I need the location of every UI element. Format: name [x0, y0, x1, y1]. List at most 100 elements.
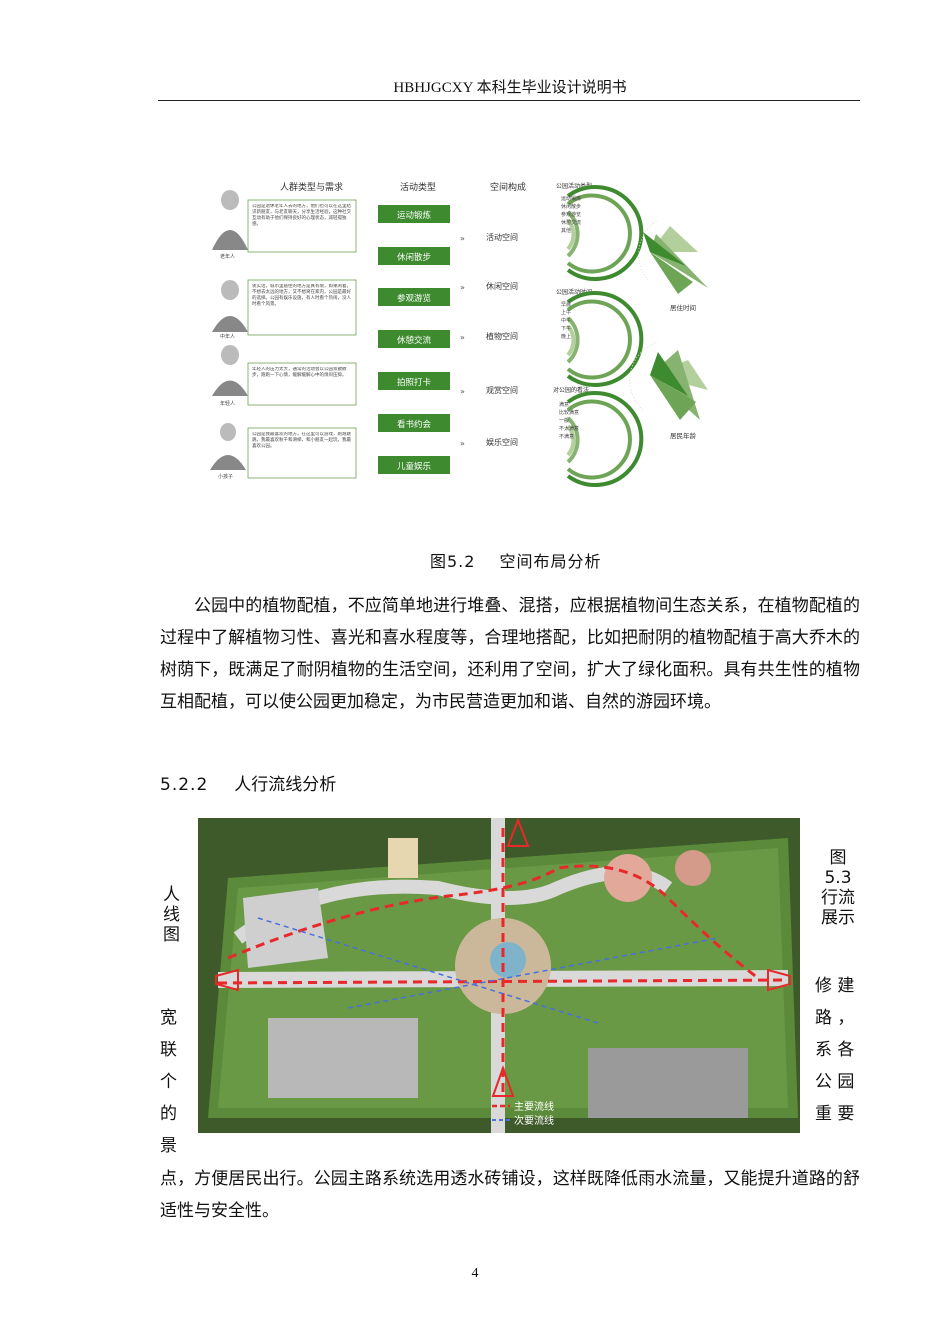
wrap-char: 的 [160, 1104, 177, 1124]
activity-label: 看书约会 [397, 419, 432, 430]
activity-label: 休憩交流 [397, 335, 432, 346]
radial-item: 休憩交流 [561, 219, 581, 226]
wrap-left: 宽 联 个 的 景 [160, 1002, 177, 1162]
space-list: »活动空间 »休闲空间 »植物空间 »观赏空间 »娱乐空间 [460, 232, 518, 448]
radial-title: 对公园的看法 [553, 386, 589, 394]
radial-title: 公园活动时间 [556, 288, 592, 296]
wrap-char: 5.3 [824, 868, 852, 888]
space-label: 娱乐空间 [486, 437, 518, 447]
wrap-char: 系 各 [815, 1040, 855, 1060]
page-header: HBHJGCXY 本科生毕业设计说明书 [393, 80, 627, 96]
activity-list: 运动锻炼 休闲散步 参观游览 休憩交流 拍照打卡 看书约会 儿童娱乐 [378, 205, 450, 474]
radial-item: 满意 [559, 401, 569, 408]
radial-chart-activity-type: 公园活动类型 运动锻炼 休闲散步 参观游览 休憩交流 其他 [556, 182, 644, 281]
arrow-icon: » [460, 387, 465, 396]
section-number: 5.2.2 [160, 775, 209, 795]
radial-item: 早晨 [561, 302, 571, 308]
fan-chart-age: 居民年龄 [629, 341, 708, 440]
wrap-char: 展示 [821, 908, 855, 928]
entrance-arrow-icon [506, 818, 530, 847]
person-row-child: 小孩子 公园是我最喜欢的地方，在这里可以游戏，跑跑跳跳，我最喜欢秋千和滑梯，和小… [210, 423, 357, 480]
wrap-char: 个 [160, 1072, 177, 1092]
person-text: 年轻人的压力太大，通常的活动会以公园景散散步，跑跑一下心情，缓解缓解心中的烦闷压… [252, 367, 347, 378]
activity-label: 休闲散步 [397, 252, 431, 263]
wrap-left-top: 人 线 图 [163, 885, 180, 945]
radial-item: 一般 [559, 417, 569, 424]
body-paragraph-bottom: 点，方便居民出行。公园主路系统选用透水砖铺设，这样既降低雨水流量，又能提升道路的… [160, 1163, 860, 1227]
person-row-elder: 老年人 公园是退休老年人去的地方，他们也可以在这里结识新朋友，与老友聊天，分享生… [212, 190, 357, 260]
paragraph-text: 公园中的植物配植，不应简单地进行堆叠、混搭，应根据植物间生态关系，在植物配植的过… [160, 596, 860, 712]
col-title-activities: 活动类型 [400, 181, 436, 193]
wrap-char: 线 [163, 905, 180, 925]
body-paragraph: 公园中的植物配植，不应简单地进行堆叠、混搭，应根据植物间生态关系，在植物配植的过… [160, 590, 860, 718]
fan-chart-residence: 居住时间 [638, 219, 708, 312]
radial-item: 比较满意 [559, 409, 579, 416]
section-title: 人行流线分析 [234, 775, 337, 795]
figure-caption: 图5.2 空间布局分析 [430, 548, 625, 572]
radial-item: 运动锻炼 [561, 195, 581, 202]
person-row-young: 年轻人 年轻人的压力太大，通常的活动会以公园景散散步，跑跑一下心情，缓解缓解心中… [212, 345, 357, 407]
person-text: 诶实话，城市里居住的地方是真有限，如果闲着，不想去太远的地方，又不想窝在家内，公… [252, 284, 351, 307]
pedestrian-flow-figure: 主要流线 次要流线 [198, 818, 800, 1133]
arrow-icon: » [460, 234, 465, 243]
radial-item: 参观游览 [561, 211, 581, 218]
space-label: 观赏空间 [486, 385, 518, 395]
wrap-right-top: 图 5.3 行流 展示 [818, 848, 858, 928]
space-label: 植物空间 [486, 331, 518, 341]
radial-title: 公园活动类型 [556, 182, 592, 190]
radial-item: 下午 [561, 325, 571, 332]
legend-secondary: 次要流线 [514, 1114, 554, 1127]
legend-main: 主要流线 [514, 1100, 554, 1113]
wrap-char: 景 [160, 1136, 177, 1156]
person-label: 老年人 [220, 253, 235, 260]
col-title-people: 人群类型与需求 [280, 181, 343, 193]
person-text: 公园是退休老年人去的地方，他们也可以在这里结识新朋友，与老友聊天，分享生活经验，… [252, 204, 351, 227]
radial-item: 不太满意 [559, 425, 579, 432]
caption-title: 空间布局分析 [499, 552, 602, 571]
radial-chart-opinion: 对公园的看法 满意 比较满意 一般 不太满意 不满意 [553, 386, 644, 487]
flow-legend: 主要流线 次要流线 [492, 1100, 554, 1127]
section-heading: 5.2.2 人行流线分析 [160, 770, 336, 795]
caption-number: 图5.2 [430, 552, 476, 571]
person-row-middle: 中年人 诶实话，城市里居住的地方是真有限，如果闲着，不想去太远的地方，又不想窝在… [212, 279, 357, 340]
person-label: 中年人 [220, 333, 235, 340]
wrap-char: 公 园 [815, 1072, 855, 1092]
activity-label: 拍照打卡 [397, 377, 432, 388]
radial-item: 晚上 [561, 333, 571, 340]
person-label: 小孩子 [218, 473, 233, 480]
arrow-icon: » [460, 283, 465, 292]
col-title-spaces: 空间构成 [490, 181, 526, 193]
entrance-arrow-icon [215, 968, 239, 992]
activity-label: 运动锻炼 [397, 210, 432, 221]
wrap-char: 重 要 [815, 1104, 855, 1124]
radial-chart-activity-time: 公园活动时间 早晨 上午 中午 下午 晚上 [556, 288, 644, 387]
wrap-char: 行流 [821, 888, 855, 908]
wrap-right: 修 建 路 ， 系 各 公 园 重 要 [815, 970, 854, 1130]
arrow-icon: » [460, 439, 465, 448]
space-layout-figure: 人群类型与需求 活动类型 空间构成 老年人 公园是退休老年人去的地方，他们也可以… [210, 181, 708, 487]
wrap-char: 路 ， [815, 1008, 855, 1028]
radial-item: 中午 [561, 317, 571, 324]
paragraph-text: 点，方便居民出行。公园主路系统选用透水砖铺设，这样既降低雨水流量，又能提升道路的… [160, 1169, 860, 1221]
wrap-char: 图 [163, 925, 180, 945]
radial-item: 上午 [561, 309, 571, 316]
space-label: 活动空间 [486, 232, 518, 242]
fan-title: 居民年龄 [670, 431, 697, 440]
wrap-char: 联 [160, 1040, 177, 1060]
radial-item: 休闲散步 [561, 203, 581, 210]
wrap-char: 图 [829, 848, 847, 868]
person-text: 公园是我最喜欢的地方，在这里可以游戏，跑跑跳跳，我最喜欢秋千和滑梯，和小朋友一起… [252, 432, 351, 449]
radial-item: 其他 [561, 227, 571, 234]
header-rule [158, 100, 860, 101]
page-number: 4 [471, 1266, 479, 1281]
wrap-char: 修 建 [815, 976, 855, 996]
radial-item: 不满意 [559, 433, 574, 440]
fan-title: 居住时间 [670, 303, 696, 312]
wrap-char: 宽 [160, 1008, 177, 1028]
entrance-arrow-icon [491, 1065, 515, 1097]
space-label: 休闲空间 [486, 281, 518, 291]
person-label: 年轻人 [220, 400, 235, 407]
entrance-arrow-icon [767, 968, 791, 992]
wrap-char: 人 [163, 885, 180, 905]
activity-label: 参观游览 [397, 293, 431, 304]
